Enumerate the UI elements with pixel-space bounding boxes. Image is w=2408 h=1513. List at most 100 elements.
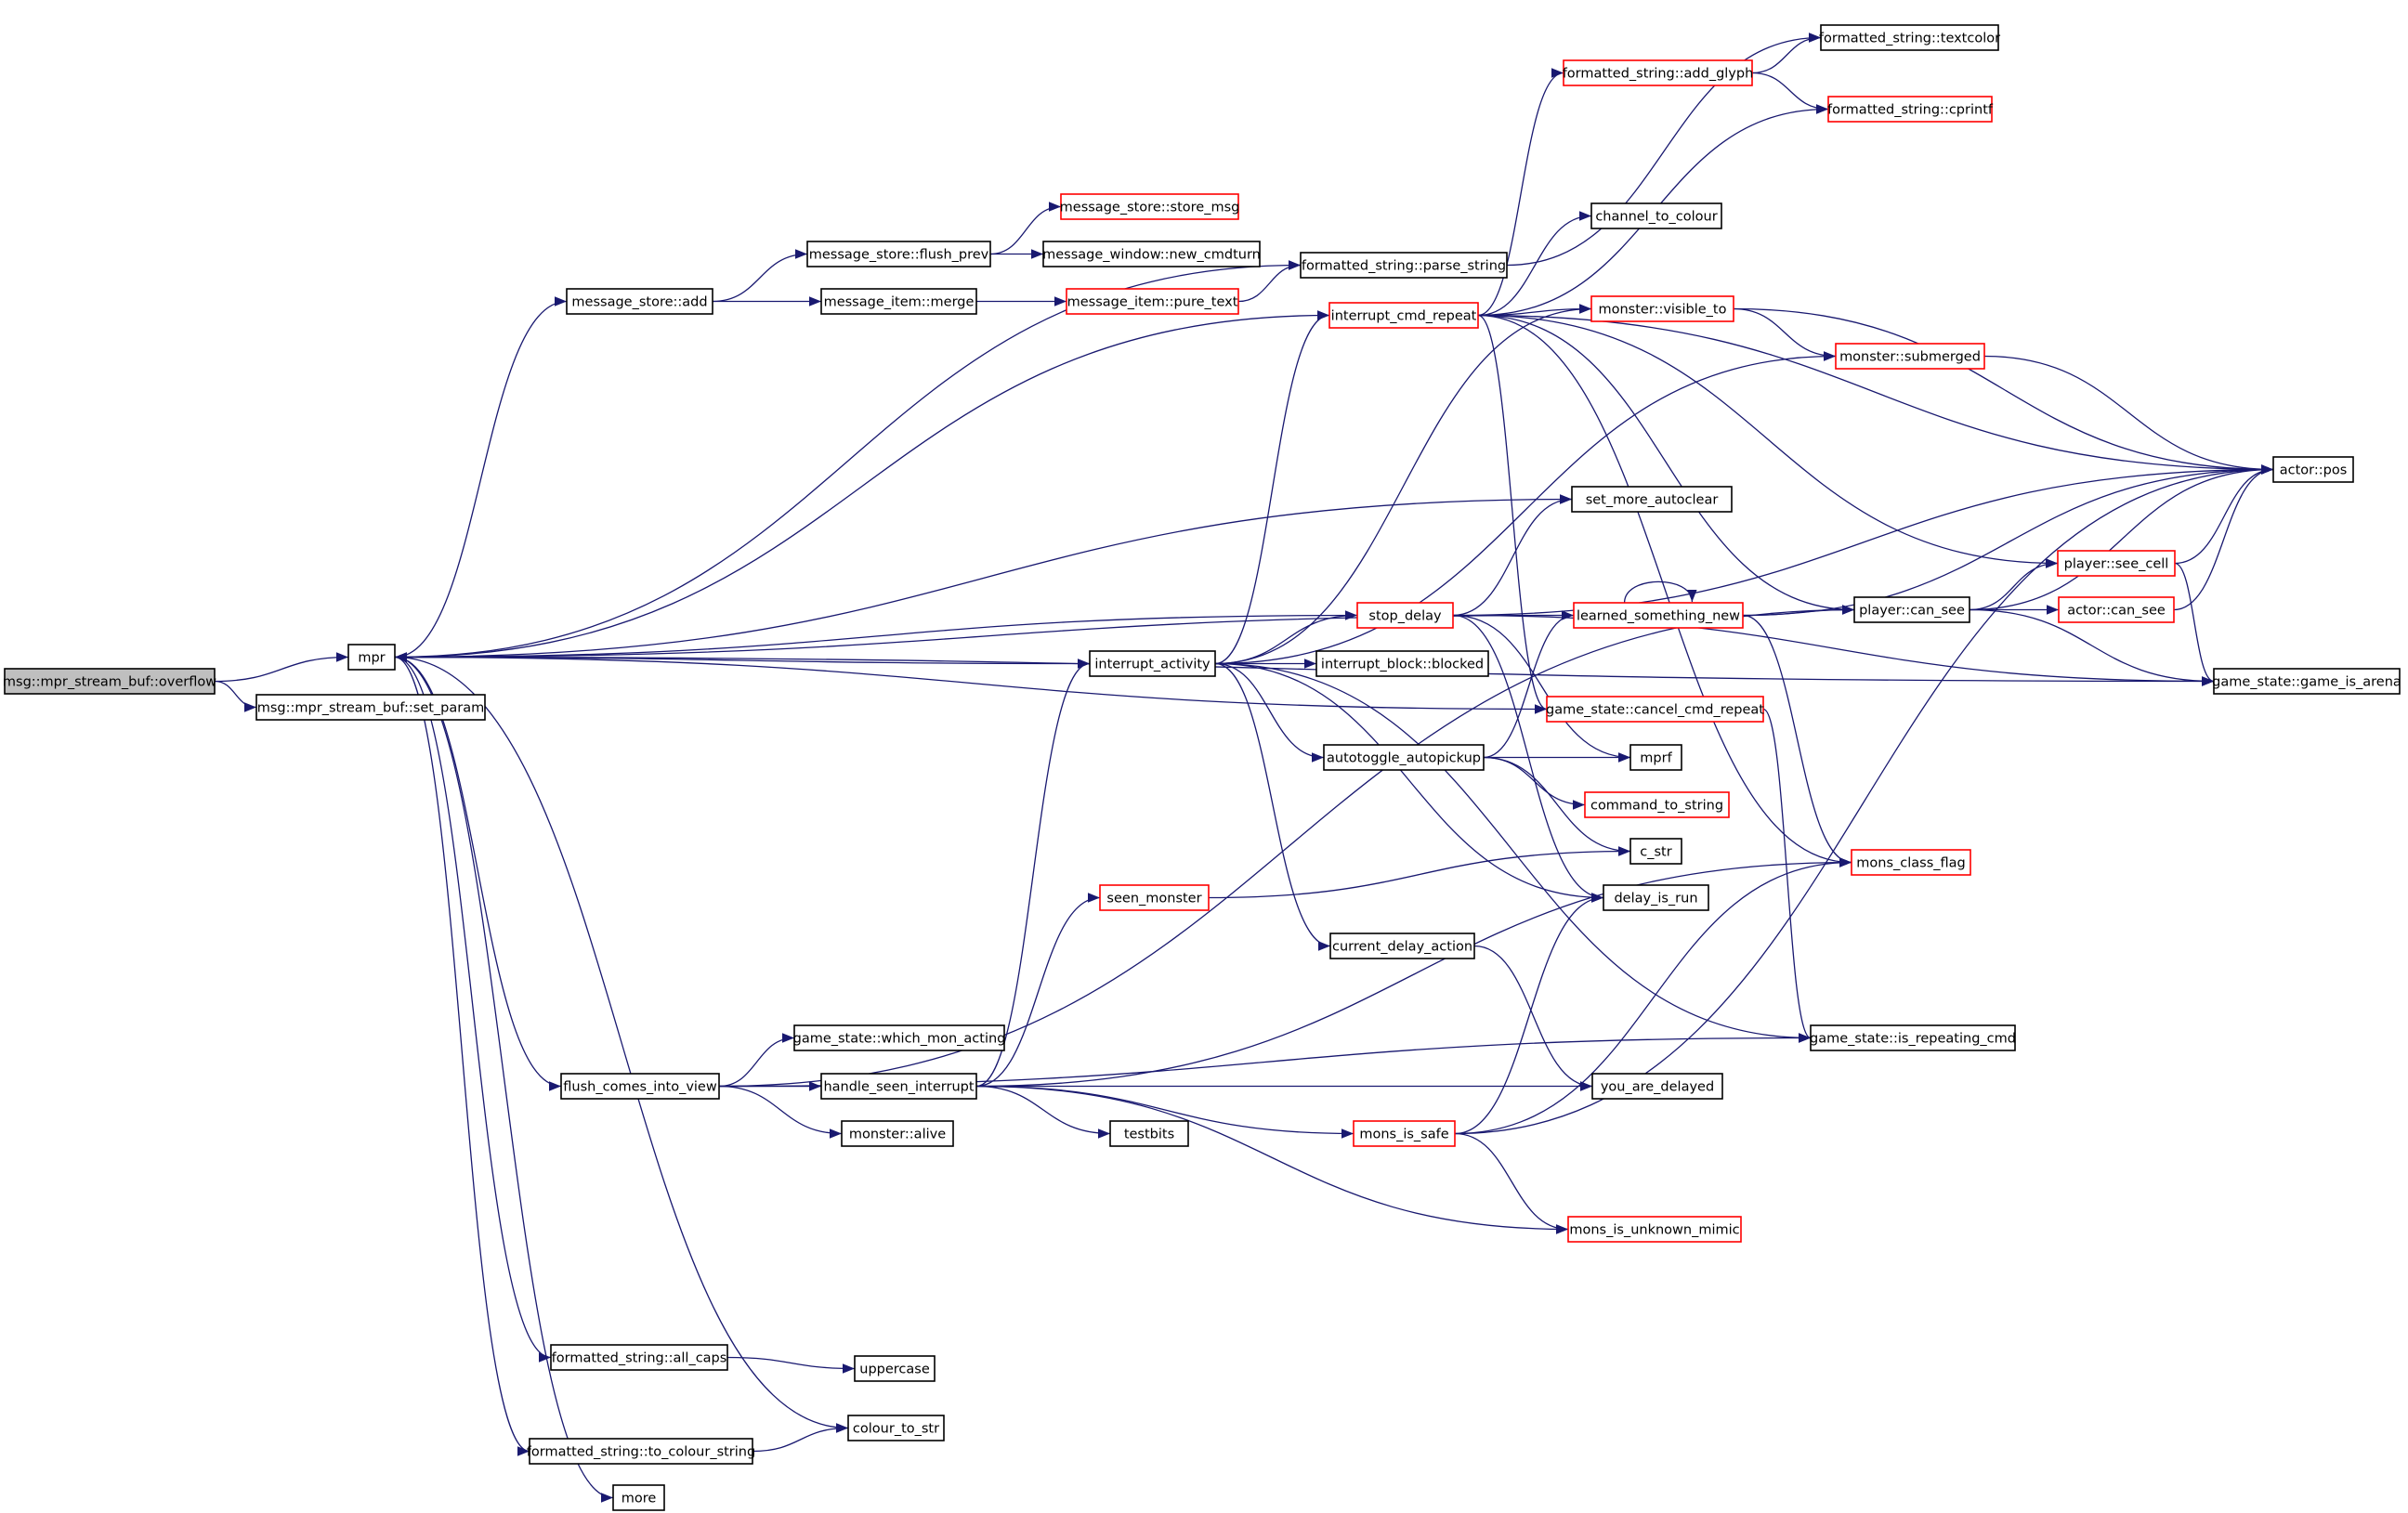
node-ms-add[interactable]: message_store::add: [566, 288, 713, 315]
node-box: [1853, 596, 1970, 623]
node-flush-comes-into-view[interactable]: flush_comes_into_view: [560, 1073, 720, 1100]
node-label: set_more_autoclear: [1586, 493, 1719, 508]
node-box: [847, 1415, 945, 1441]
node-box: [560, 1073, 720, 1100]
edge-interrupt-activity-to-stop-delay: [1214, 610, 1358, 665]
node-box: [793, 1024, 1005, 1051]
node-uppercase[interactable]: uppercase: [854, 1355, 936, 1382]
node-visible-to[interactable]: monster::visible_to: [1590, 295, 1734, 322]
edge-mpr-to-to-colour-string: [394, 656, 530, 1456]
node-label: more: [622, 1492, 657, 1506]
node-more[interactable]: more: [612, 1484, 665, 1511]
node-label: game_state::cancel_cmd_repeat: [1546, 703, 1764, 718]
node-textcolor[interactable]: formatted_string::textcolor: [1819, 24, 2000, 51]
node-box: [1590, 202, 1722, 229]
node-you-are-delayed[interactable]: you_are_delayed: [1591, 1073, 1723, 1100]
node-game-is-arena[interactable]: game_state::game_is_arena: [2212, 668, 2401, 695]
node-box: [1323, 744, 1485, 771]
node-store-msg[interactable]: message_store::store_msg: [1060, 193, 1240, 220]
node-channel-to-colour[interactable]: channel_to_colour: [1590, 202, 1722, 229]
node-box: [2058, 596, 2175, 623]
node-box: [1356, 602, 1454, 629]
node-box: [347, 644, 396, 671]
node-label: player::can_see: [1859, 604, 1965, 619]
node-label: formatted_string::textcolor: [1819, 32, 2000, 46]
node-add-glyph[interactable]: formatted_string::add_glyph: [1563, 59, 1754, 86]
node-actor-can-see[interactable]: actor::can_see: [2058, 596, 2175, 623]
edge-mpr-to-game-is-arena: [394, 656, 2215, 686]
node-new-cmdturn[interactable]: message_window::new_cmdturn: [1042, 241, 1261, 267]
node-label: formatted_string::all_caps: [552, 1351, 727, 1366]
edge-all-caps-to-uppercase: [726, 1356, 856, 1374]
edge-learned-something-new-to-learned-something-new: [1623, 580, 1697, 604]
node-box: [550, 1344, 728, 1371]
node-seen-monster[interactable]: seen_monster: [1099, 884, 1210, 911]
node-flush-prev[interactable]: message_store::flush_prev: [806, 241, 991, 267]
node-monster-alive[interactable]: monster::alive: [841, 1120, 954, 1147]
node-learned-something-new[interactable]: learned_something_new: [1573, 602, 1744, 629]
node-mons-is-unknown-mimic[interactable]: mons_is_unknown_mimic: [1567, 1216, 1742, 1243]
edge-handle-seen-interrupt-to-testbits: [975, 1085, 1111, 1139]
node-interrupt-block-blocked[interactable]: interrupt_block::blocked: [1315, 650, 1489, 677]
node-handle-seen-interrupt[interactable]: handle_seen_interrupt: [820, 1073, 977, 1100]
node-cancel-cmd-repeat[interactable]: game_state::cancel_cmd_repeat: [1546, 696, 1764, 723]
node-box: [820, 288, 977, 315]
node-autotoggle-autopickup[interactable]: autotoggle_autopickup: [1323, 744, 1485, 771]
edge-autotoggle-autopickup-to-c-str: [1483, 756, 1631, 856]
node-testbits[interactable]: testbits: [1109, 1120, 1189, 1147]
edge-interrupt-cmd-repeat-to-player-can-see: [1477, 314, 1855, 615]
edge-visible-to-to-actor-pos: [1733, 307, 2274, 475]
node-colour-to-str[interactable]: colour_to_str: [847, 1415, 945, 1441]
node-mprf[interactable]: mprf: [1629, 744, 1682, 771]
edge-mons-is-safe-to-mons-class-flag: [1454, 857, 1852, 1135]
edge-interrupt-cmd-repeat-to-player-see-cell: [1477, 314, 2059, 568]
node-cprintf[interactable]: formatted_string::cprintf: [1827, 96, 1994, 123]
edge-flush-prev-to-store-msg: [989, 202, 1062, 255]
edge-stop-delay-to-mprf: [1452, 614, 1631, 763]
node-box: [1546, 696, 1764, 723]
node-player-can-see[interactable]: player::can_see: [1853, 596, 1970, 623]
node-which-mon-acting[interactable]: game_state::which_mon_acting: [793, 1024, 1006, 1051]
node-mpr[interactable]: mpr: [347, 644, 396, 671]
node-pure-text[interactable]: message_item::pure_text: [1066, 288, 1239, 315]
node-interrupt-cmd-repeat[interactable]: interrupt_cmd_repeat: [1328, 302, 1479, 329]
node-label: handle_seen_interrupt: [823, 1080, 974, 1095]
node-box: [2213, 668, 2401, 695]
node-box: [1089, 650, 1216, 677]
edge-handle-seen-interrupt-to-interrupt-activity: [975, 659, 1091, 1088]
edge-flush-comes-into-view-to-which-mon-acting: [718, 1033, 795, 1088]
node-label: game_state::game_is_arena: [2212, 675, 2401, 690]
node-to-colour-string[interactable]: formatted_string::to_colour_string: [527, 1438, 755, 1465]
node-box: [1066, 288, 1239, 315]
node-mons-is-safe[interactable]: mons_is_safe: [1353, 1120, 1456, 1147]
node-set-param[interactable]: msg::mpr_stream_buf::set_param: [255, 694, 486, 721]
node-overflow[interactable]: msg::mpr_stream_buf::overflow: [3, 668, 216, 695]
node-current-delay-action[interactable]: current_delay_action: [1329, 933, 1475, 959]
node-player-see-cell[interactable]: player::see_cell: [2057, 550, 2176, 577]
node-submerged[interactable]: monster::submerged: [1835, 343, 1985, 370]
edge-learned-something-new-to-mpr: [394, 614, 1575, 662]
node-label: colour_to_str: [853, 1422, 939, 1437]
node-set-more-autoclear[interactable]: set_more_autoclear: [1571, 486, 1733, 513]
node-label: learned_something_new: [1577, 609, 1740, 624]
edge-interrupt-activity-to-delay-is-run: [1214, 662, 1604, 903]
edge-mpr-to-flush-comes-into-view: [394, 656, 562, 1091]
node-box: [1573, 602, 1744, 629]
node-interrupt-activity[interactable]: interrupt_activity: [1089, 650, 1216, 677]
node-box: [1060, 193, 1239, 220]
node-command-to-string[interactable]: command_to_string: [1584, 791, 1730, 818]
node-all-caps[interactable]: formatted_string::all_caps: [550, 1344, 728, 1371]
node-box: [1584, 791, 1730, 818]
node-mi-merge[interactable]: message_item::merge: [820, 288, 977, 315]
node-is-repeating-cmd[interactable]: game_state::is_repeating_cmd: [1810, 1024, 2016, 1051]
node-stop-delay[interactable]: stop_delay: [1356, 602, 1454, 629]
node-delay-is-run[interactable]: delay_is_run: [1603, 884, 1709, 911]
node-parse-string[interactable]: formatted_string::parse_string: [1300, 252, 1508, 279]
node-mons-class-flag[interactable]: mons_class_flag: [1851, 849, 1971, 876]
edge-interrupt-activity-to-interrupt-cmd-repeat: [1214, 310, 1330, 665]
edge-interrupt-activity-to-current-delay-action: [1214, 662, 1331, 951]
node-box: [529, 1438, 753, 1465]
node-c-str[interactable]: c_str: [1629, 838, 1682, 865]
node-label: message_item::merge: [824, 295, 975, 310]
node-actor-pos[interactable]: actor::pos: [2272, 456, 2354, 483]
